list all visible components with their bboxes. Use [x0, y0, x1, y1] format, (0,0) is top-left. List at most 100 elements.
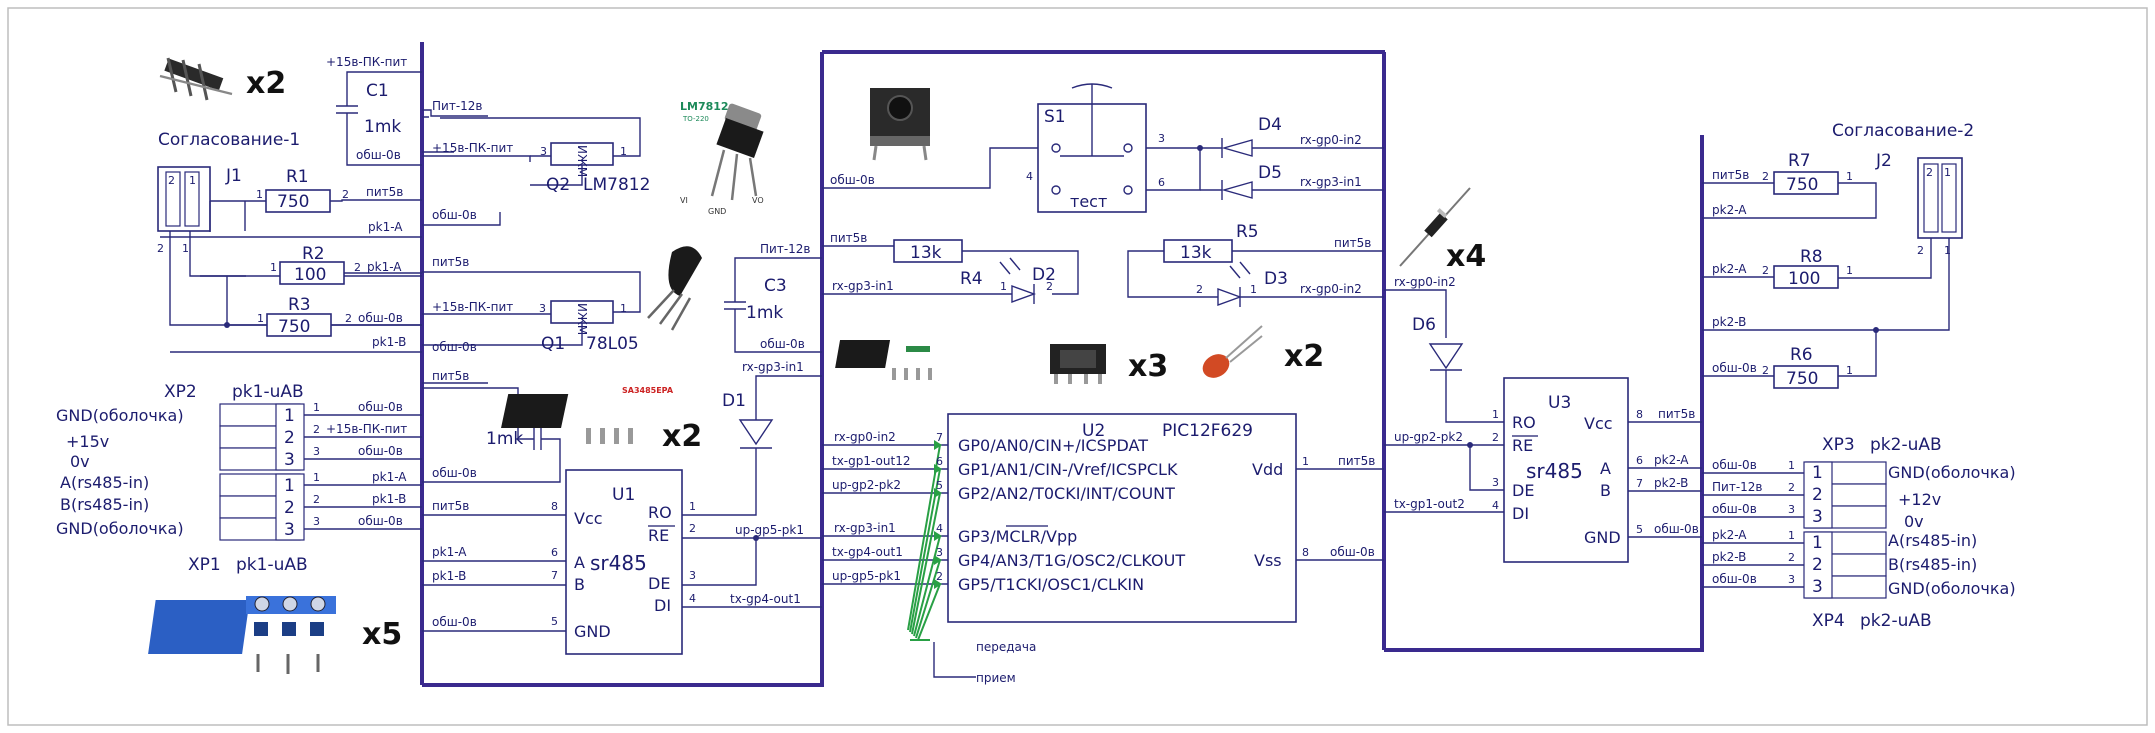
diode-qty: x4: [1446, 239, 1486, 274]
xp4-block: [1803, 531, 1887, 599]
u3-pin-5: 5: [1636, 523, 1643, 536]
c1-net-bottom: обш-0в: [356, 148, 401, 162]
u3-pin-8: 8: [1636, 408, 1643, 421]
u1-pin-7: 7: [551, 569, 558, 582]
d4-name: D4: [1258, 115, 1282, 135]
xp2-row-1-label: GND(оболочка): [56, 406, 184, 425]
u2-pin-6-label: GP1/AN1/CIN-/Vref/ICSPCLK: [958, 460, 1178, 479]
d5-net: rx-gp3-in1: [1300, 175, 1362, 189]
u1-body: [565, 469, 683, 655]
s1-name: S1: [1044, 107, 1066, 127]
r1-net: пит5в: [366, 185, 403, 199]
q2-net-pit12: Пит-12в: [432, 99, 482, 113]
r1-pin-2: 2: [342, 188, 349, 201]
u2-pin-5: 5: [936, 479, 943, 492]
r7-pin-2: 2: [1762, 170, 1769, 183]
u2-pin-4-label: GP3/MCLR/Vpp: [958, 527, 1077, 546]
u2-pin-4: 4: [936, 522, 943, 535]
r6-pin-1: 1: [1846, 364, 1853, 377]
xp4-row-3-label: GND(оболочка): [1888, 579, 2016, 598]
xp1-row-2-num: 2: [284, 498, 295, 518]
dip-socket-icon: [1050, 344, 1106, 384]
s1-label: тест: [1070, 192, 1107, 211]
xp4-row-3-pin: 3: [1788, 573, 1795, 586]
xp1-row-2-pin: 2: [313, 493, 320, 506]
red-led-icon: [1202, 325, 1263, 378]
xp2-title: pk1-uAB: [232, 382, 304, 402]
u1-pin-vcc-label: Vcc: [574, 509, 603, 528]
j1-name: J1: [225, 166, 242, 186]
axial-diode-icon: [1399, 187, 1471, 267]
led-qty: x2: [1284, 339, 1324, 374]
q2-pin-3: 3: [540, 145, 547, 158]
u3-pin-7: 7: [1636, 477, 1643, 490]
s1-pin-4: 4: [1026, 170, 1033, 183]
u1-pin-gnd-label: GND: [574, 622, 611, 641]
xp1-row-1-num: 1: [284, 476, 295, 496]
xp1-block: [219, 473, 305, 541]
pin-header-qty: x2: [246, 66, 286, 101]
r4-value: 13k: [910, 243, 942, 263]
u2-pin-7: 7: [936, 431, 943, 444]
j1-pin-2: 2: [168, 174, 175, 187]
r8-net-pk2b: pk2-B: [1712, 315, 1746, 329]
xp4-row-3-net: обш-0в: [1712, 572, 1757, 586]
u1-pin-6: 6: [551, 546, 558, 559]
u2-pin-8: 8: [1302, 546, 1309, 559]
xp2-row-2-net: +15в-ПК-пит: [326, 422, 407, 436]
r3-net-pk1b: pk1-B: [372, 335, 406, 349]
j2-name: J2: [1875, 151, 1892, 171]
u2-pin-vss-label: Vss: [1254, 551, 1282, 570]
r3-name: R3: [288, 295, 311, 315]
d1-net: rx-gp3-in1: [742, 360, 804, 374]
xp4-row-1-label: A(rs485-in): [1888, 531, 1977, 550]
d3-net: rx-gp0-in2: [1300, 282, 1362, 296]
u2-pin-3: 3: [936, 546, 943, 559]
xp4-row-3-num: 3: [1812, 577, 1823, 597]
r6-body: [1773, 365, 1839, 389]
r8-value: 100: [1788, 269, 1820, 289]
terminal-block-icon: [148, 596, 336, 674]
u3-pin-de-label: DE: [1512, 481, 1534, 500]
xp3-name: XP3: [1822, 435, 1855, 455]
u1-pin-di-label: DI: [654, 596, 671, 615]
xp2-row-3-label: 0v: [70, 452, 90, 471]
u1-pin-8: 8: [551, 500, 558, 513]
u1-pin-4: 4: [689, 592, 696, 605]
j2-pin-1: 1: [1944, 166, 1951, 179]
q1-body-text: ИЖМ: [575, 303, 589, 335]
xp4-row-1-net: pk2-A: [1712, 528, 1747, 542]
xp1-row-3-label: GND(оболочка): [56, 519, 184, 538]
r7-net-pit5: пит5в: [1712, 168, 1749, 182]
xp2-row-1-num: 1: [284, 406, 295, 426]
j1-pin-1-lower: 1: [182, 242, 189, 255]
xp1-row-2-label: B(rs485-in): [60, 495, 149, 514]
xp3-title: pk2-uAB: [1870, 435, 1942, 455]
r1-pin-1: 1: [256, 188, 263, 201]
xp1-row-3-num: 3: [284, 520, 295, 540]
to220-regulator-icon: LM7812 TO-220 VI GND VO: [680, 100, 764, 216]
j1-pin-2-lower: 2: [157, 242, 164, 255]
u3-pin-1: 1: [1492, 408, 1499, 421]
soic-marking: SA3485EPA: [622, 386, 674, 395]
d2-pin-2: 2: [1046, 280, 1053, 293]
u1-pin-b-label: B: [574, 575, 585, 594]
u3-pin-ro-label: RO: [1512, 413, 1536, 432]
xp3-row-2-pin: 2: [1788, 481, 1795, 494]
r3-pin-2: 2: [345, 312, 352, 325]
u1-name: U1: [612, 485, 635, 505]
u2-pin-2: 2: [936, 570, 943, 583]
c1-name: C1: [366, 81, 389, 101]
u1-net-pit5: пит5в: [432, 499, 469, 513]
lm7812-photo-title: LM7812: [680, 100, 729, 113]
c2-value: 1mk: [486, 429, 523, 449]
r7-name: R7: [1788, 151, 1811, 171]
xp3-row-3-net: обш-0в: [1712, 502, 1757, 516]
u2-part: PIC12F629: [1162, 421, 1253, 441]
xp4-name: XP4: [1812, 611, 1845, 631]
xp2-row-2-pin: 2: [313, 423, 320, 436]
socket-qty: x3: [1128, 349, 1168, 384]
u2-pin-3-label: GP4/AN3/T1G/OSC2/CLKOUT: [958, 551, 1185, 570]
r8-name: R8: [1800, 247, 1823, 267]
